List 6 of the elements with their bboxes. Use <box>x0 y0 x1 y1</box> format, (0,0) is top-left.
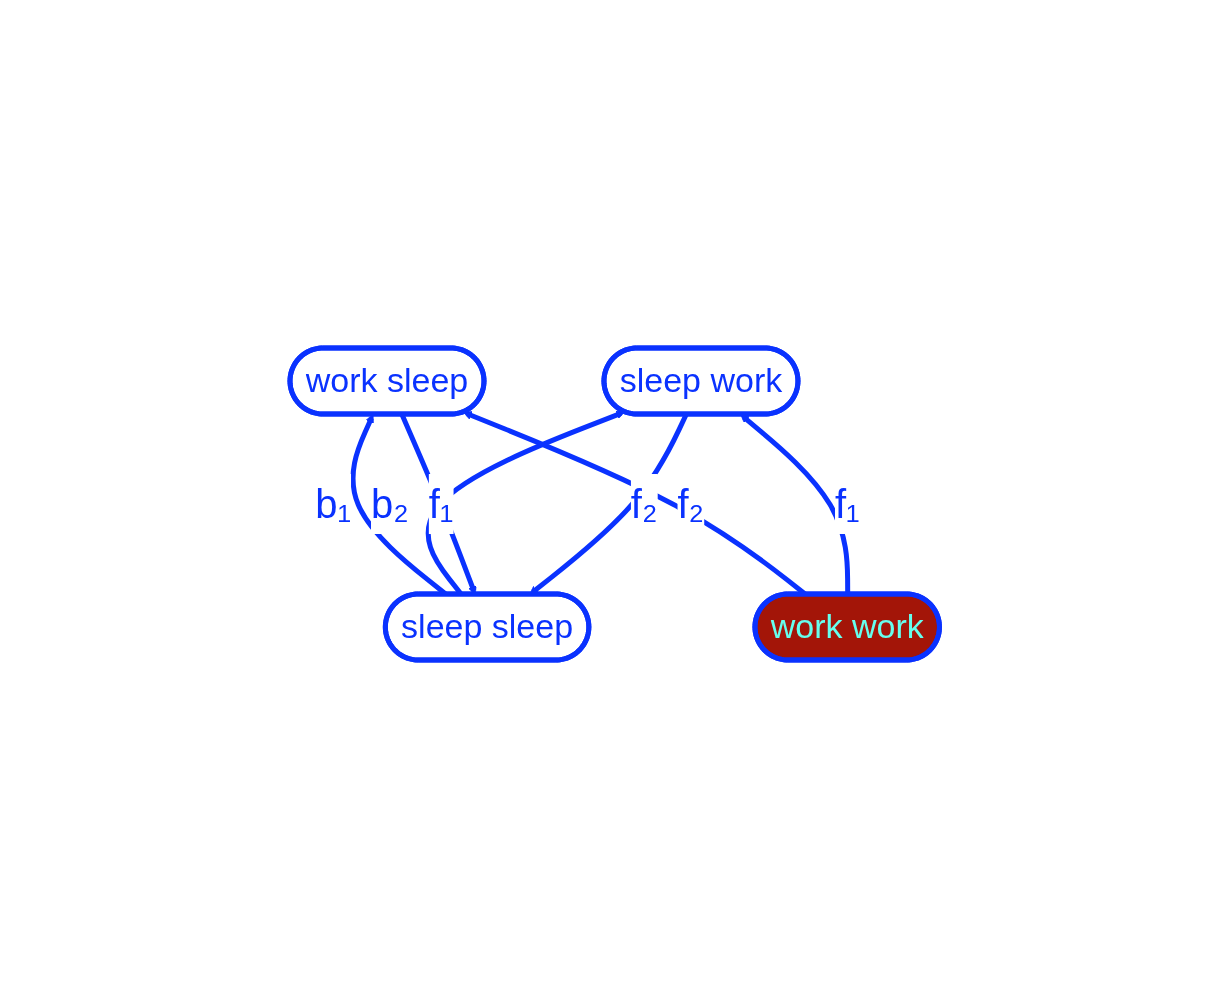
edge-label: f₂ <box>677 481 704 526</box>
edge-label: f₁ <box>834 481 860 526</box>
edge-label: f₁ <box>428 481 454 526</box>
edge-label: b₁ <box>314 481 351 526</box>
edge-label: b₂ <box>370 481 409 526</box>
edge-label: f₂ <box>630 481 658 526</box>
